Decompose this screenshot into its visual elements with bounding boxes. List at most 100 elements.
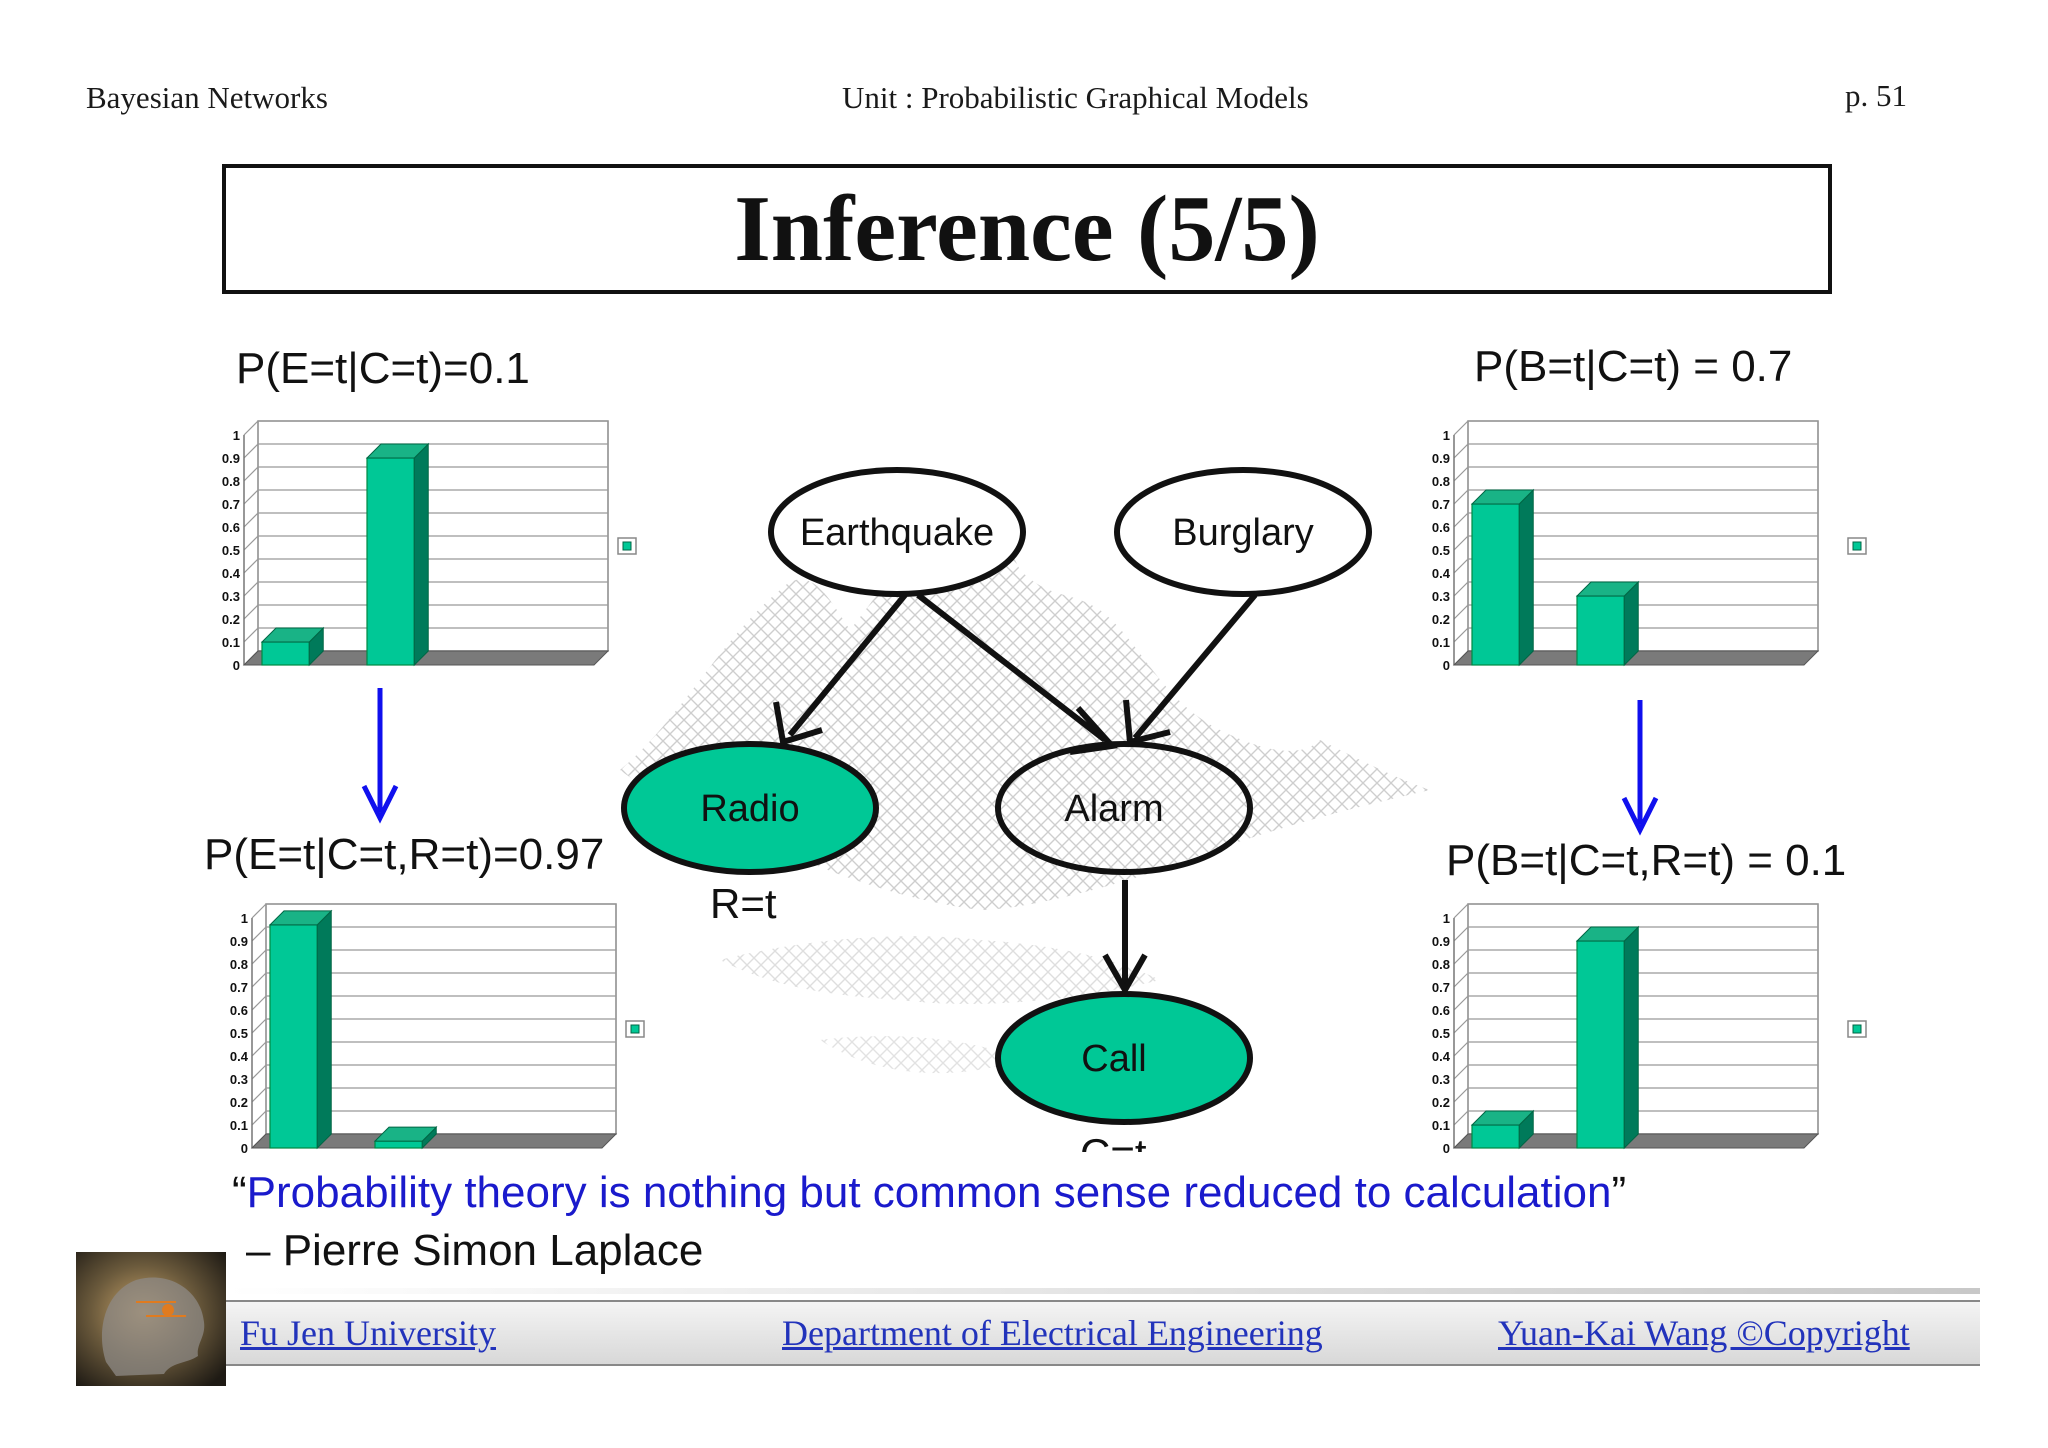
chart-floor — [1452, 1133, 1820, 1149]
chart-tick-label: 0.2 — [1432, 1095, 1450, 1110]
arrowhead-call — [1102, 953, 1148, 997]
page-number: p. 51 — [1845, 78, 1907, 113]
chart-gridline-side — [1453, 558, 1469, 574]
chart-gridline-side — [251, 1064, 267, 1080]
chart-tick-label: 0.8 — [1432, 957, 1450, 972]
chart-earthquake-prior: 00.10.20.30.40.50.60.70.80.91 — [222, 420, 637, 673]
chart-tick-label: 0.2 — [1432, 612, 1450, 627]
chart-gridline-side — [243, 604, 259, 620]
chart-gridline-side — [1453, 949, 1469, 965]
chart-gridline-side — [1453, 581, 1469, 597]
chart-bar — [1470, 488, 1535, 667]
chart-gridline-side — [251, 926, 267, 942]
chart-tick-label: 0.4 — [1432, 566, 1451, 581]
slide-title: Inference (5/5) — [734, 177, 1320, 281]
node-label-burglary: Burglary — [1172, 512, 1314, 554]
node-burglary: Burglary — [1114, 467, 1372, 597]
chart-tick-label: 0.7 — [1432, 980, 1450, 995]
chart-gridline-side — [243, 627, 259, 643]
arrowhead-radio — [773, 701, 823, 746]
chart-gridline-side — [1453, 535, 1469, 551]
chart-gridline-side — [251, 995, 267, 1011]
chart-tick-label: 0.8 — [1432, 474, 1450, 489]
footer-link-university[interactable]: Fu Jen University — [240, 1313, 496, 1353]
prob-b-given-c-r: P(B=t|C=t,R=t) = 0.1 — [1446, 836, 1847, 885]
chart-gridline-side — [1453, 443, 1469, 459]
chart-gridline-side — [1453, 1064, 1469, 1080]
chart-bar — [1470, 1109, 1535, 1150]
chart-gridline-side — [251, 1110, 267, 1126]
chart-tick-label: 0.9 — [1432, 934, 1450, 949]
chart-gridline-side — [243, 535, 259, 551]
chart-gridline-side — [243, 443, 259, 459]
chart-gridline-side — [1453, 1018, 1469, 1034]
bayes-network-diagram: Earthquake Burglary Radio Alarm Call R=t… — [620, 467, 1430, 1160]
quote-close-mark: ” — [1611, 1168, 1627, 1217]
chart-tick-label: 0.6 — [1432, 520, 1450, 535]
chart-floor — [242, 650, 610, 666]
footer-link-copyright[interactable]: Yuan-Kai Wang ©Copyright — [1498, 1313, 1910, 1353]
chart-tick-label: 0.4 — [1432, 1049, 1451, 1064]
chart-legend-key — [1847, 537, 1867, 555]
footer-band — [226, 1300, 1980, 1366]
node-alarm: Alarm — [995, 741, 1253, 875]
evidence-label-call: C=t — [1080, 1130, 1147, 1160]
chart-tick-label: 0 — [241, 1141, 248, 1156]
chart-plot: 00.10.20.30.40.50.60.70.80.91 — [1432, 420, 1820, 673]
node-call: Call — [995, 991, 1253, 1125]
chart-bar — [373, 1125, 438, 1150]
footer-link-department[interactable]: Department of Electrical Engineering — [782, 1313, 1323, 1353]
node-label-earthquake: Earthquake — [800, 512, 994, 554]
header-center: Unit : Probabilistic Graphical Models — [842, 80, 1309, 115]
chart-tick-label: 0.9 — [230, 934, 248, 949]
chart-gridline-side — [251, 903, 267, 919]
chart-tick-label: 0.6 — [222, 520, 240, 535]
chart-bar — [1575, 580, 1640, 667]
chart-gridline-side — [1453, 512, 1469, 528]
chart-tick-label: 0.1 — [230, 1118, 248, 1133]
chart-gridline-side — [1453, 489, 1469, 505]
chart-tick-label: 0 — [1443, 1141, 1450, 1156]
footer-rule — [226, 1288, 1980, 1294]
chart-plot: 00.10.20.30.40.50.60.70.80.91 — [230, 903, 618, 1156]
chart-bar — [268, 909, 333, 1150]
chart-tick-label: 0.1 — [1432, 635, 1450, 650]
chart-tick-label: 0.3 — [230, 1072, 248, 1087]
update-arrow-right — [1621, 700, 1659, 836]
head-anatomy-logo-icon — [76, 1252, 226, 1386]
chart-earthquake-posterior: 00.10.20.30.40.50.60.70.80.91 — [230, 903, 645, 1156]
chart-tick-label: 0.5 — [230, 1026, 248, 1041]
quote-open-mark: “ — [232, 1168, 247, 1217]
chart-tick-label: 1 — [241, 911, 248, 926]
chart-gridline-side — [1453, 420, 1469, 436]
chart-plot: 00.10.20.30.40.50.60.70.80.91 — [1432, 903, 1820, 1156]
chart-tick-label: 0.4 — [222, 566, 241, 581]
chart-tick-label: 0.8 — [230, 957, 248, 972]
chart-bar — [260, 626, 325, 667]
prob-e-given-c: P(E=t|C=t)=0.1 — [236, 344, 530, 393]
chart-gridline-side — [1453, 1087, 1469, 1103]
prob-b-given-c: P(B=t|C=t) = 0.7 — [1474, 342, 1793, 391]
chart-gridline-side — [243, 581, 259, 597]
chart-legend-key — [1847, 1020, 1867, 1038]
chart-gridline-side — [243, 489, 259, 505]
chart-tick-label: 0.7 — [222, 497, 240, 512]
chart-tick-label: 0.6 — [1432, 1003, 1450, 1018]
chart-gridline-side — [251, 1018, 267, 1034]
prob-e-given-c-r: P(E=t|C=t,R=t)=0.97 — [204, 830, 605, 879]
chart-legend-key — [617, 537, 637, 555]
chart-gridline-side — [1453, 926, 1469, 942]
update-arrow-left — [361, 688, 399, 824]
chart-tick-label: 0.3 — [222, 589, 240, 604]
chart-tick-label: 1 — [233, 428, 240, 443]
chart-gridline-side — [1453, 627, 1469, 643]
chart-gridline-side — [1453, 604, 1469, 620]
edge-earthquake-radio — [787, 593, 908, 737]
node-label-radio: Radio — [700, 788, 799, 830]
chart-floor — [1452, 650, 1820, 666]
chart-gridline-side — [1453, 1110, 1469, 1126]
chart-tick-label: 0 — [1443, 658, 1450, 673]
chart-gridline-side — [1453, 972, 1469, 988]
chart-tick-label: 0.1 — [1432, 1118, 1450, 1133]
chart-tick-label: 0.5 — [1432, 1026, 1450, 1041]
